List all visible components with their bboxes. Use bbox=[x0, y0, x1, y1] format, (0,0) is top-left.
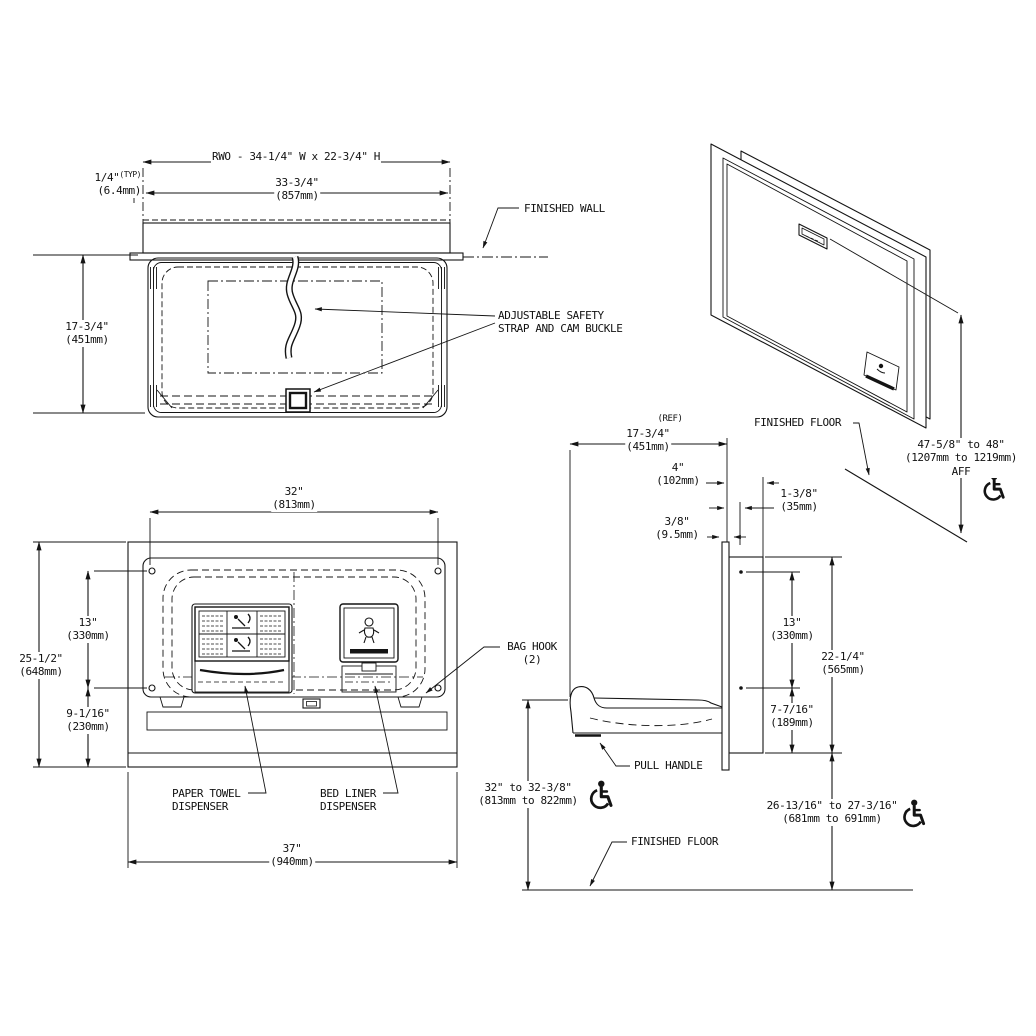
side-view bbox=[522, 438, 913, 891]
dim-hole-spacing-front: 13" (330mm) bbox=[65, 616, 111, 643]
perspective-view bbox=[710, 143, 968, 543]
dim-rough-wall-opening: RWO - 34-1/4" W x 22-3/4" H bbox=[210, 150, 382, 164]
dim-overall-height: 25-1/2" (648mm) bbox=[18, 652, 64, 679]
paper-towel-dispenser bbox=[191, 603, 293, 694]
bed-liner-dispenser bbox=[339, 603, 399, 693]
safety-pictogram-icon bbox=[232, 613, 251, 652]
dim-overall-width: 37" (940mm) bbox=[269, 842, 315, 869]
dim-opening-width: 32" (813mm) bbox=[271, 485, 317, 512]
open-bed-profile bbox=[569, 686, 723, 737]
bed-liner-dispenser-label: BED LINER DISPENSER bbox=[319, 787, 378, 814]
baby-figure-icon bbox=[358, 617, 380, 644]
dim-clearance-height: 26-13/16" to 27-3/16" (681mm to 691mm) bbox=[765, 799, 899, 826]
finished-floor-label-top: FINISHED FLOOR bbox=[753, 416, 843, 430]
finished-wall-label: FINISHED WALL bbox=[523, 202, 606, 216]
pull-handle-label: PULL HANDLE bbox=[633, 759, 704, 773]
dim-mounting-height-aff: 47-5/8" to 48" (1207mm to 1219mm) AFF bbox=[903, 438, 1019, 479]
dim-surface-height: 32" to 32-3/8" (813mm to 822mm) bbox=[477, 781, 579, 808]
dim-recess-depth: 4" (102mm) bbox=[655, 461, 701, 488]
dim-flange-thickness: 3/8" (9.5mm) bbox=[654, 515, 700, 542]
dim-lower-height: 9-1/16" (230mm) bbox=[65, 707, 111, 734]
wheelchair-icon bbox=[589, 779, 613, 810]
dim-lower-spacing: 7-7/16" (189mm) bbox=[769, 703, 815, 730]
dim-hole-spacing-side: 13" (330mm) bbox=[769, 616, 815, 643]
paper-towel-dispenser-label: PAPER TOWEL DISPENSER bbox=[171, 787, 242, 814]
wheelchair-icon bbox=[902, 799, 926, 828]
finished-floor-label: FINISHED FLOOR bbox=[630, 835, 720, 849]
dim-flange-offset: 1/4"(TYP) (6.4mm) bbox=[84, 170, 142, 198]
ref-note: (REF) bbox=[656, 414, 684, 425]
front-view bbox=[33, 509, 500, 868]
top-view bbox=[33, 159, 548, 418]
dim-top-width: 33-3/4" (857mm) bbox=[274, 176, 320, 203]
door-handle-recess bbox=[798, 223, 828, 250]
dim-open-depth: 17-3/4" (451mm) bbox=[625, 427, 671, 454]
dim-wall-offset: 1-3/8" (35mm) bbox=[779, 487, 819, 514]
bag-hook-label: BAG HOOK (2) bbox=[501, 640, 563, 667]
dim-top-depth: 17-3/4" (451mm) bbox=[64, 320, 110, 347]
safety-strap-note: ADJUSTABLE SAFETY STRAP AND CAM BUCKLE bbox=[497, 309, 624, 336]
product-label-sticker bbox=[863, 351, 900, 391]
dim-box-height: 22-1/4" (565mm) bbox=[820, 650, 866, 677]
